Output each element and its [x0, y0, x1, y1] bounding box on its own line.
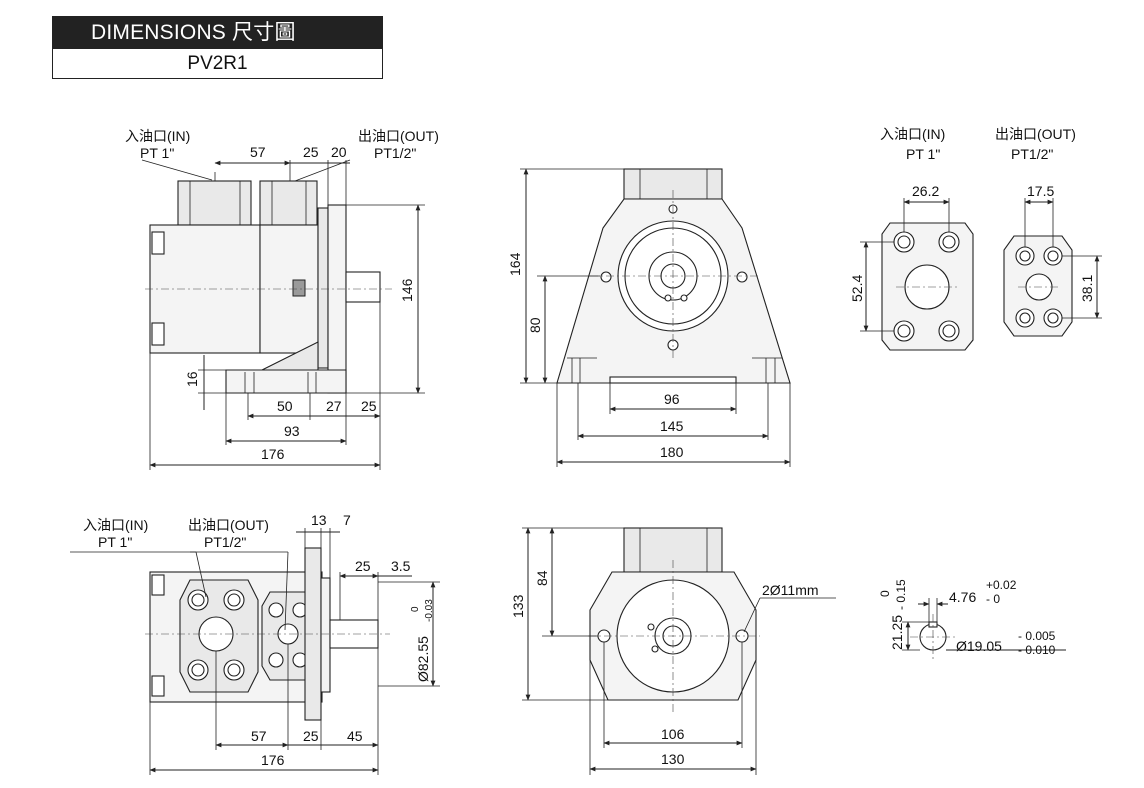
dim-flange-38-1: 38.1: [1079, 275, 1095, 302]
top-out-label: 出油口(OUT): [188, 517, 269, 533]
dim-side-176: 176: [261, 446, 285, 462]
dimensions-title: DIMENSIONS 尺寸圖: [53, 17, 382, 49]
dim-side-25: 25: [303, 144, 319, 160]
mounting-foot: [225, 369, 347, 394]
dim-side-93: 93: [284, 423, 300, 439]
dim-flange-52-4: 52.4: [849, 275, 865, 302]
dim-top-7: 7: [343, 512, 351, 528]
dim-side-20: 20: [331, 144, 347, 160]
dim-top-tol-lower: -0.03: [424, 599, 435, 622]
title-box: DIMENSIONS 尺寸圖 PV2R1: [52, 16, 383, 79]
dim-side-57: 57: [250, 144, 266, 160]
mounting-flange: [317, 207, 329, 369]
dim-key-width: 4.76: [949, 589, 976, 605]
flange-out-label: 出油口(OUT): [995, 126, 1076, 142]
dim-front-164: 164: [507, 252, 523, 276]
drive-shaft: [345, 271, 381, 303]
dim-rear-84: 84: [534, 570, 550, 586]
top-view: [70, 528, 440, 775]
flange-in-label: 入油口(IN): [880, 126, 945, 142]
model-name: PV2R1: [187, 53, 248, 74]
dim-rear-holes: 2Ø11mm: [762, 582, 819, 598]
flange-in-thread: PT 1": [906, 146, 940, 162]
top-out-thread: PT1/2": [204, 534, 246, 550]
dim-flange-17-5: 17.5: [1027, 183, 1054, 199]
dim-shaft-dia: Ø19.05: [956, 638, 1002, 654]
dim-top-13: 13: [311, 512, 327, 528]
dim-key-height-tol-upper: 0: [878, 590, 892, 597]
dim-front-145: 145: [660, 418, 684, 434]
dim-side-25b: 25: [361, 398, 377, 414]
port-flanges: [860, 198, 1102, 351]
side-in-thread: PT 1": [140, 145, 174, 161]
top-in-thread: PT 1": [98, 534, 132, 550]
dim-side-27: 27: [326, 398, 342, 414]
dim-key-height: 21.25: [889, 615, 905, 650]
dim-front-180: 180: [660, 444, 684, 460]
side-view: [141, 159, 425, 470]
outlet-port-cap: [259, 180, 318, 226]
dim-side-16: 16: [184, 371, 200, 387]
dim-top-3-5: 3.5: [391, 558, 411, 574]
dim-top-25: 25: [355, 558, 371, 574]
shaft-key-detail: [902, 598, 1066, 660]
dim-rear-106: 106: [661, 726, 685, 742]
dim-top-57: 57: [251, 728, 267, 744]
dim-shaft-tol-upper: - 0.005: [1018, 629, 1056, 643]
dim-top-tol-upper: 0: [410, 606, 421, 612]
front-view: [520, 168, 791, 467]
dim-shaft-tol-lower: - 0.010: [1018, 643, 1056, 657]
dim-side-50: 50: [277, 398, 293, 414]
top-in-label: 入油口(IN): [83, 517, 148, 533]
dim-side-146: 146: [399, 278, 415, 302]
side-out-label: 出油口(OUT): [358, 128, 439, 144]
side-in-label: 入油口(IN): [125, 128, 190, 144]
dim-key-width-tol-lower: - 0: [986, 592, 1000, 606]
dim-top-25b: 25: [303, 728, 319, 744]
dim-rear-130: 130: [661, 751, 685, 767]
dim-top-82-55: Ø82.55: [415, 636, 431, 682]
dim-top-45: 45: [347, 728, 363, 744]
dim-key-width-tol-upper: +0.02: [986, 578, 1017, 592]
side-out-thread: PT1/2": [374, 145, 416, 161]
dim-front-96: 96: [664, 391, 680, 407]
dim-rear-133: 133: [510, 594, 526, 618]
rear-view: [522, 527, 836, 775]
dim-key-height-tol-lower: - 0.15: [894, 579, 908, 610]
dim-flange-26-2: 26.2: [912, 183, 939, 199]
flange-out-thread: PT1/2": [1011, 146, 1053, 162]
dim-top-176: 176: [261, 752, 285, 768]
dim-front-80: 80: [527, 317, 543, 333]
